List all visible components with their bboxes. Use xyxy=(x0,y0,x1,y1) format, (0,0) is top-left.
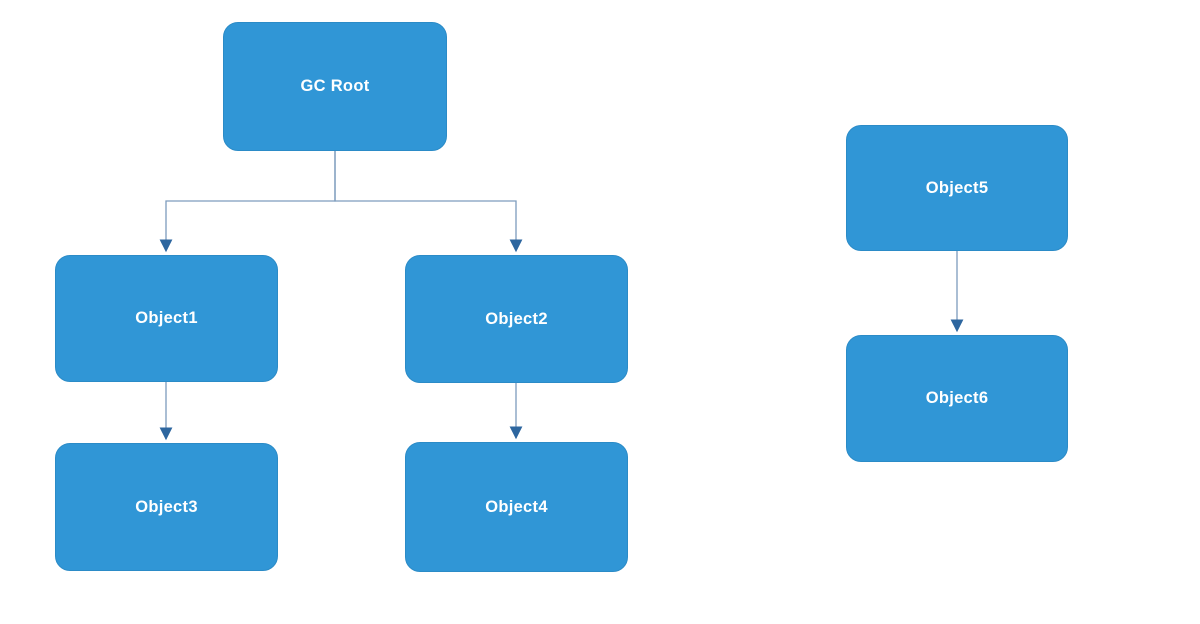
node-label-gc-root: GC Root xyxy=(300,77,370,95)
node-label-object2: Object2 xyxy=(485,309,548,328)
node-gc-root[interactable]: GC Root xyxy=(223,22,447,151)
edge-gcroot-object1 xyxy=(159,151,336,253)
node-object2[interactable]: Object2 xyxy=(405,255,628,383)
edge-gcroot-object2 xyxy=(334,151,523,253)
node-label-object4: Object4 xyxy=(485,497,548,516)
node-label-object1: Object1 xyxy=(135,309,198,327)
node-object5[interactable]: Object5 xyxy=(846,125,1068,251)
node-object1[interactable]: Object1 xyxy=(55,255,278,382)
node-object6[interactable]: Object6 xyxy=(846,335,1068,462)
node-object3[interactable]: Object3 xyxy=(55,443,278,571)
node-label-object3: Object3 xyxy=(135,497,198,516)
node-label-object5: Object5 xyxy=(925,178,989,197)
node-object4[interactable]: Object4 xyxy=(405,442,628,572)
node-label-object6: Object6 xyxy=(925,389,989,407)
